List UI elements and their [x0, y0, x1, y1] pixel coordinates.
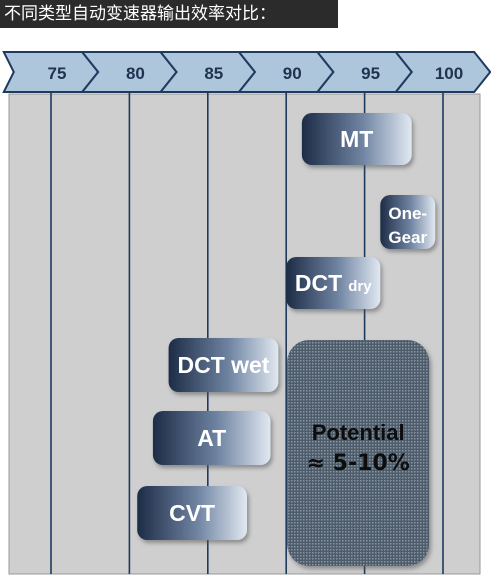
bar-one-gear [380, 195, 436, 249]
bar-label-one-gear: One- [388, 204, 427, 223]
bar-dct-wet [168, 338, 279, 392]
tick-label-90: 90 [283, 64, 302, 83]
bar-label-at: AT [197, 425, 226, 451]
potential-bar [287, 340, 430, 566]
bar-sublabel-one-gear: Gear [388, 228, 427, 247]
bar-label-dct-wet: DCT wet [177, 352, 269, 378]
bar-cvt [137, 486, 247, 540]
bar-mt [301, 113, 412, 165]
chart-title: 不同类型自动变速器输出效率对比： [0, 0, 338, 28]
tick-label-95: 95 [361, 64, 380, 83]
tick-label-85: 85 [204, 64, 223, 83]
axis-chevron-100 [393, 51, 491, 93]
tick-label-100: 100 [435, 64, 463, 83]
tick-label-80: 80 [126, 64, 145, 83]
bar-at [152, 411, 271, 465]
potential-label: Potential [312, 420, 405, 445]
bar-dct-dry [286, 257, 381, 309]
bar-label-cvt: CVT [169, 500, 215, 526]
bar-label-mt: MT [340, 126, 373, 152]
bar-suffix-dct-dry: dry [348, 278, 372, 295]
potential-range-label: ≈ 5-10% [307, 451, 410, 476]
tick-label-75: 75 [48, 64, 67, 83]
